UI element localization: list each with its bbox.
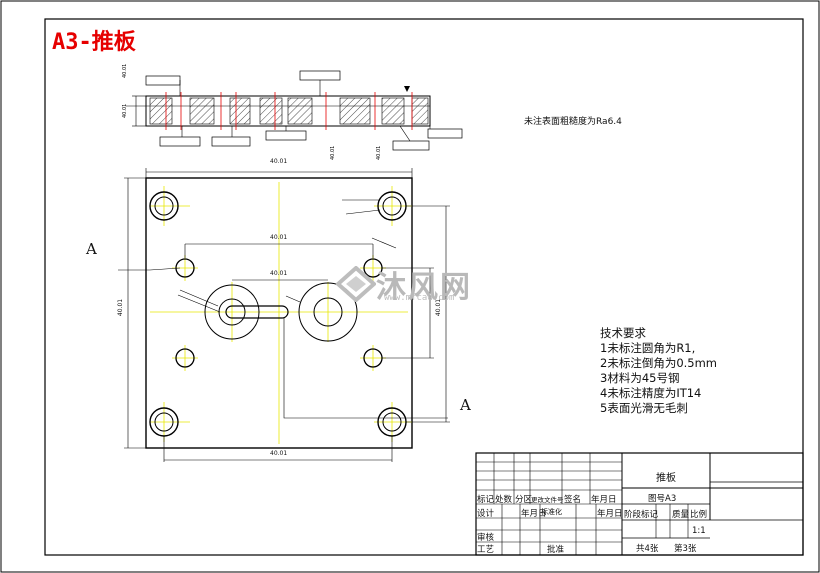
tech-item: 3材料为45号钢 [600,371,680,385]
tech-item: 1未标注圆角为R1, [600,341,696,355]
tb-doc-no: 更改文件号 [531,496,564,504]
tb-review: 审核 [477,533,495,543]
tb-scale-value: 1:1 [692,526,706,536]
drawing-title: A3-推板 [52,30,136,55]
roughness-note: 未注表面粗糙度为Ra6.4 [524,117,622,127]
tb-sheet-no: 第3张 [674,544,697,554]
tb-date: 年月日 [591,495,617,505]
tech-item: 5表面光滑无毛刺 [600,401,688,415]
tb-standardize: 标准化 [541,508,562,516]
watermark-brand: 沐风网 [376,270,472,305]
tb-process: 工艺 [477,545,495,555]
section-label-right: A [460,396,471,414]
tb-count: 处数 [495,495,513,505]
tb-stage-mark: 阶段标记 [624,510,659,520]
dim-mid: 40.01 [270,270,288,277]
tb-design: 设计 [477,509,495,519]
tb-scale-label: 比例 [690,510,708,520]
dim-left: 40.01 [117,298,125,317]
tech-item: 4未标注精度为IT14 [600,386,702,400]
tb-approve: 批准 [547,545,565,555]
tb-total-sheets: 共4张 [636,544,659,554]
tech-item: 2未标注倒角为0.5mm [600,356,718,370]
tb-date3: 年月日 [597,509,623,519]
tb-zone: 分区 [515,495,533,505]
watermark-url: www.mfcad.com [384,293,455,303]
tb-date2: 年月日 [521,509,547,519]
tb-weight: 质量 [672,510,690,520]
tech-requirements: 技术要求 1未标注圆角为R1, 2未标注倒角为0.5mm 3材料为45号钢 4未… [600,326,717,416]
svg-text:40.01: 40.01 [122,64,128,78]
tb-part-name: 推板 [656,473,676,484]
tb-sign: 签名 [564,495,582,505]
watermark-logo-icon [336,266,376,302]
dim-top: 40.01 [270,158,288,165]
section-view: 40.01 40.01 40.01 40.01 [122,64,463,160]
tb-drawing-no: 图号A3 [648,494,677,504]
svg-text:40.01: 40.01 [122,104,128,118]
tech-heading: 技术要求 [600,326,646,340]
svg-text:40.01: 40.01 [376,146,382,160]
dim-inner: 40.01 [270,234,288,241]
title-block-grid [475,452,804,556]
tb-mark: 标记 [477,495,495,505]
drawing-frame [44,18,804,556]
plan-view [118,168,450,462]
section-label-left: A [86,240,97,258]
dim-bottom: 40.01 [270,450,288,457]
watermark: 沐风网 [336,262,472,306]
svg-text:40.01: 40.01 [330,146,336,160]
